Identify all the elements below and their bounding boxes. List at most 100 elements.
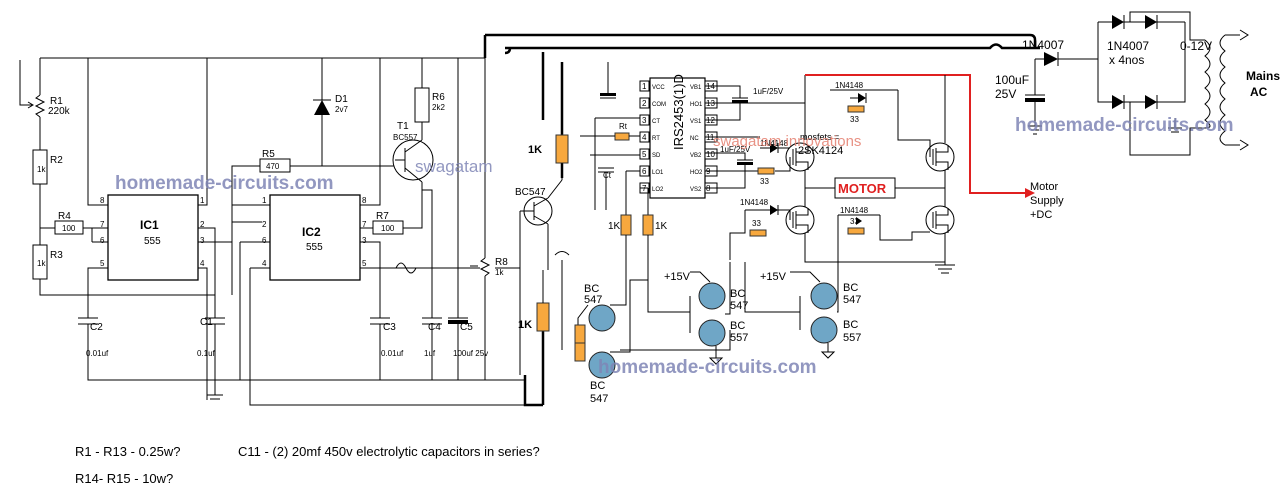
- note-1: R1 - R13 - 0.25w?: [75, 444, 181, 459]
- driver-pin-left-num: 3: [642, 116, 647, 125]
- watermark-top-right: homemade-circuits.com: [1015, 115, 1234, 136]
- driver-pin-right-box: [704, 148, 718, 160]
- svg-text:4: 4: [200, 259, 205, 268]
- transformer-label: 0-12V: [1180, 39, 1212, 53]
- r1-label: R1: [50, 96, 63, 107]
- driver-ic-label: IRS2453(1)D: [671, 74, 686, 150]
- mains-2: AC: [1250, 85, 1268, 99]
- driver-pin-left-label: RT: [652, 136, 660, 142]
- driver-pin-left-label: SD: [652, 153, 661, 159]
- bc547-c: [698, 282, 726, 310]
- driver-pin-left-box: [639, 131, 650, 143]
- bridge-1: 1N4007: [1107, 39, 1149, 53]
- res-1k-a: 1K: [608, 221, 621, 232]
- bc-c-1: BC: [730, 288, 745, 300]
- r6-label: R6: [432, 92, 445, 103]
- watermark-swagatam: swagatam: [415, 157, 492, 176]
- svg-text:5: 5: [100, 259, 105, 268]
- bc-a-2: 547: [584, 294, 602, 306]
- bc547-b: [588, 351, 616, 379]
- gate-res-1: 33: [760, 177, 769, 186]
- r3-value: 1k: [37, 259, 46, 268]
- driver-pin-left-box: [639, 97, 650, 109]
- ic2-type: 555: [306, 242, 323, 253]
- bc547-a: [588, 304, 616, 332]
- resistor-1k-bottom: [536, 302, 550, 332]
- driver-pin-left-box: [639, 114, 650, 126]
- r8-label: R8: [495, 257, 508, 268]
- d-1n4007-label: 1N4007: [1022, 38, 1064, 52]
- diode-boot-label: 1N4148: [760, 139, 789, 148]
- driver-pin-right-label: HO1: [690, 102, 703, 108]
- watermark-swagatam-innovations: swagatam innovations: [713, 133, 861, 150]
- r2-label: R2: [50, 155, 63, 166]
- svg-text:6: 6: [262, 236, 267, 245]
- bc-e-2: 547: [843, 294, 861, 306]
- driver-pin-right-num: 10: [706, 150, 715, 159]
- svg-text:6: 6: [100, 236, 105, 245]
- driver-pin-right-label: VB2: [690, 153, 702, 159]
- t1-value: BC557: [393, 133, 418, 142]
- c5-value: 100uf 25v: [453, 349, 488, 358]
- cap-100uf-2: 25V: [995, 87, 1016, 101]
- gate-res-3: 33: [752, 219, 761, 228]
- resistor-1k-top: [555, 134, 569, 164]
- gate-res-2: 33: [850, 115, 859, 124]
- mosfet-part: 2SK4124: [798, 145, 843, 157]
- driver-pin-left-label: VCC: [652, 85, 665, 91]
- driver-pin-left-box: [639, 148, 650, 160]
- gate-res-4: 33: [850, 217, 859, 226]
- h-bridge: Motor Supply +DC mosfets = 2SK4124 1N414…: [729, 74, 1064, 274]
- c1-value: 0.1uf: [197, 349, 216, 358]
- irs2453-ic: [649, 77, 706, 199]
- svg-text:3: 3: [362, 236, 367, 245]
- svg-text:7: 7: [362, 220, 367, 229]
- driver-pin-left-label: LO2: [652, 187, 664, 193]
- cap-100uf-1: 100uF: [995, 73, 1029, 87]
- driver-pin-left-box: [639, 80, 650, 92]
- bc557-b: [810, 316, 838, 344]
- r6-value: 2k2: [432, 103, 445, 112]
- d1-value: 2v7: [335, 105, 348, 114]
- driver-pin-left-num: 5: [642, 150, 647, 159]
- driver-pin-left-num: 4: [642, 133, 647, 142]
- svg-text:8: 8: [100, 196, 105, 205]
- bridge-2: x 4nos: [1109, 53, 1144, 67]
- driver-pin-left-label: LO1: [652, 170, 664, 176]
- d1-label: D1: [335, 94, 348, 105]
- bc-e-1: BC: [843, 282, 858, 294]
- bc547-label: BC547: [515, 187, 546, 198]
- driver-pin-left-num: 6: [642, 167, 647, 176]
- r3-label: R3: [50, 250, 63, 261]
- ct-label: Ct: [603, 171, 612, 180]
- timer-section: R1 220k R2 1k R3 1k R4 100 IC1 555 87 65…: [19, 57, 525, 406]
- svg-text:3: 3: [200, 236, 205, 245]
- res-1k-b: 1K: [655, 221, 668, 232]
- cap-boot1-label: 1uF/25V: [753, 87, 784, 96]
- note-2: C11 - (2) 20mf 450v electrolytic capacit…: [238, 444, 540, 459]
- power-bus: [483, 33, 1040, 407]
- bc-c-2: 547: [730, 300, 748, 312]
- watermark-bottom: homemade-circuits.com: [598, 357, 817, 378]
- bc547-d: [810, 282, 838, 310]
- plus15-a: +15V: [664, 271, 691, 283]
- plus15-b: +15V: [760, 271, 787, 283]
- d-1n4148-b: 1N4148: [740, 198, 769, 207]
- motor-supply-3: +DC: [1030, 209, 1052, 221]
- driver-pin-left-num: 2: [642, 99, 647, 108]
- driver-pin-right-label: HO2: [690, 170, 703, 176]
- bc-f-2: 557: [843, 332, 861, 344]
- svg-text:2: 2: [262, 220, 267, 229]
- driver-pin-right-label: VS1: [690, 119, 702, 125]
- rt-label: Rt: [619, 122, 628, 131]
- svg-text:2: 2: [200, 220, 205, 229]
- note-3: R14- R15 - 10w?: [75, 471, 173, 486]
- svg-text:7: 7: [100, 220, 105, 229]
- ic2: [269, 194, 361, 281]
- bc557-a: [698, 319, 726, 347]
- c1-label: C1: [200, 317, 213, 328]
- t1-label: T1: [397, 121, 409, 132]
- svg-text:1: 1: [200, 196, 205, 205]
